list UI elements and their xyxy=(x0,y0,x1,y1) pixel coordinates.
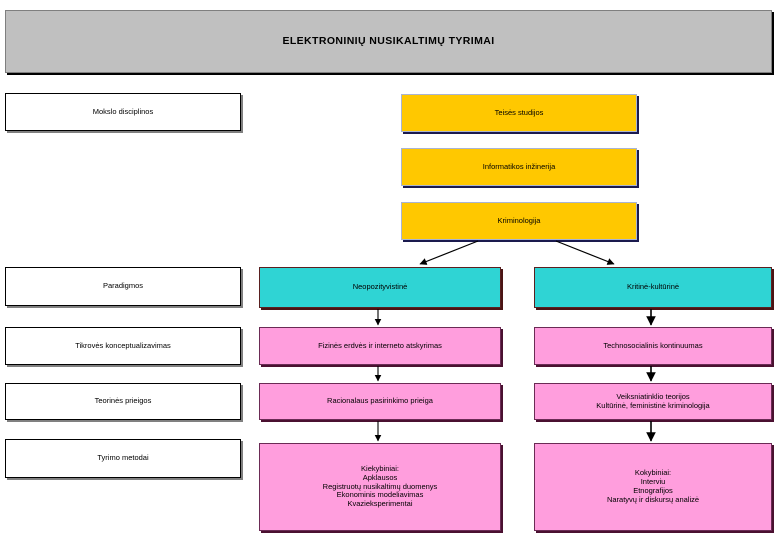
methods-right-line-1: Kokybiniai: xyxy=(634,468,672,478)
discipline-box-informatikos-inzinerija: Informatikos inžinerija xyxy=(401,148,637,186)
concept-box-technosocialinis: Technosocialinis kontinuumas xyxy=(534,327,772,365)
methods-right-line-2: Interviu xyxy=(640,477,666,487)
arrow-kriminologija-to-kritine xyxy=(555,240,615,265)
paradigm-box-neopozityvistine: Neopozityvistinė xyxy=(259,267,501,308)
methods-left-line-2: Apklausos xyxy=(362,472,398,482)
methods-left-line-1: Kiekybiniai: xyxy=(361,463,399,473)
methods-box-left: Kiekybiniai: Apklausos Registruotų nusik… xyxy=(259,443,501,531)
theory-right-line-2: Kultūrinė, feministinė kriminologija xyxy=(596,400,710,410)
diagram-title-banner: ELEKTRONINIŲ NUSIKALTIMŲ TYRIMAI xyxy=(5,10,772,73)
row-label-mokslo-disciplinos: Mokslo disciplinos xyxy=(5,93,241,131)
theory-box-left: Racionalaus pasirinkimo prieiga xyxy=(259,383,501,420)
theory-box-right: Veiksniatinklio teorijos Kultūrinė, femi… xyxy=(534,383,772,420)
paradigm-box-kritine-kulturine: Kritinė-kultūrinė xyxy=(534,267,772,308)
row-label-tikroves-konceptualizavimas: Tikrovės konceptualizavimas xyxy=(5,327,241,365)
methods-box-right: Kokybiniai: Interviu Etnografijos Naraty… xyxy=(534,443,772,531)
methods-left-line-5: Kvazieksperimentai xyxy=(347,499,413,509)
row-label-teorines-prieigos: Teorinės prieigos xyxy=(5,383,241,420)
arrow-kriminologija-to-neopozityvistine xyxy=(419,240,479,265)
theory-right-line-1: Veiksniatinklio teorijos xyxy=(616,391,690,401)
row-label-tyrimo-metodai: Tyrimo metodai xyxy=(5,439,241,478)
concept-box-fizines-erdves: Fizinės erdvės ir interneto atskyrimas xyxy=(259,327,501,365)
row-label-paradigmos: Paradigmos xyxy=(5,267,241,306)
methods-right-line-4: Naratyvų ir diskursų analizė xyxy=(606,494,700,504)
discipline-box-teises-studijos: Teisės studijos xyxy=(401,94,637,132)
methods-left-line-4: Ekonominis modeliavimas xyxy=(336,490,424,500)
methods-right-line-3: Etnografijos xyxy=(633,486,673,495)
theory-left-line-1: Racionalaus pasirinkimo prieiga xyxy=(327,396,433,406)
methods-left-line-3: Registruotų nusikaltimų duomenys xyxy=(322,481,438,491)
discipline-box-kriminologija: Kriminologija xyxy=(401,202,637,240)
